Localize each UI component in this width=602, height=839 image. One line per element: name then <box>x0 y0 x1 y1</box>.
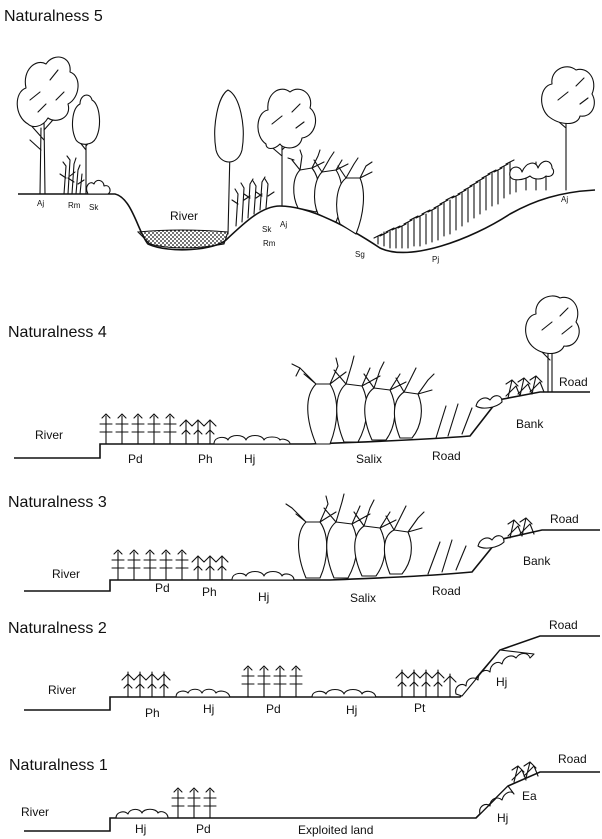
ground-profile <box>24 636 600 710</box>
species-label-rm: Rm <box>68 201 81 210</box>
road-label: Road <box>559 375 588 389</box>
species-label-aj: Aj <box>37 199 44 208</box>
species-label-pt: Pt <box>414 701 426 715</box>
panel-naturalness-3: Naturalness 3 River Pd Ph Hj Salix <box>8 494 600 605</box>
panel-naturalness-1: Naturalness 1 River Hj Pd Exploited land… <box>9 752 600 837</box>
grass-icon <box>112 550 228 580</box>
species-label-pd: Pd <box>196 822 211 836</box>
ground-profile <box>14 392 590 458</box>
species-label-sk: Sk <box>89 203 99 212</box>
species-label-ph: Ph <box>198 452 213 466</box>
species-label-aj: Aj <box>561 195 568 204</box>
panel-title: Naturalness 2 <box>8 620 107 637</box>
species-label-hj: Hj <box>497 811 508 825</box>
species-label-rm: Rm <box>263 239 276 248</box>
species-label-hj: Hj <box>135 822 146 836</box>
road-label: Road <box>432 449 461 463</box>
species-label-sk: Sk <box>262 225 272 234</box>
reed-icon <box>232 177 274 226</box>
river-label: River <box>52 567 80 581</box>
stone-icon <box>214 436 290 445</box>
species-label-salix: Salix <box>350 591 376 605</box>
stone-icon <box>116 809 168 818</box>
grass-icon <box>172 788 216 818</box>
shrub-icon <box>87 180 110 194</box>
species-label-ph: Ph <box>145 706 160 720</box>
river-label: River <box>21 805 49 819</box>
willow-icon <box>286 494 466 578</box>
species-label-hj: Hj <box>244 452 255 466</box>
shrub-icon <box>510 161 554 192</box>
species-label-salix: Salix <box>356 452 382 466</box>
grass-icon <box>100 414 216 444</box>
species-label-sg: Sg <box>355 250 365 259</box>
panel-title: Naturalness 1 <box>9 757 108 774</box>
species-label-aj: Aj <box>280 220 287 229</box>
panel-title: Naturalness 5 <box>4 8 103 25</box>
road-label: Road <box>550 512 579 526</box>
panel-naturalness-4: Naturalness 4 River <box>8 296 590 466</box>
grass-icon <box>122 672 170 697</box>
river-label: River <box>48 683 76 697</box>
species-label-ea: Ea <box>522 789 537 803</box>
panel-title: Naturalness 4 <box>8 324 107 341</box>
panel-naturalness-5: Naturalness 5 Aj Rm Sk River <box>4 8 595 264</box>
panel-title: Naturalness 3 <box>8 494 107 511</box>
grass-icon <box>374 160 514 248</box>
panel-naturalness-2: Naturalness 2 River Ph Hj Pd Hj Pt H <box>8 618 600 720</box>
bank-label: Bank <box>523 554 551 568</box>
shrub-icon <box>476 376 544 408</box>
river-label: River <box>170 209 198 223</box>
road-label: Road <box>432 584 461 598</box>
tree-icon <box>215 90 243 234</box>
grass-icon <box>242 666 302 697</box>
grass-icon <box>396 670 456 697</box>
willow-icon <box>292 356 472 444</box>
stone-icon <box>176 689 230 697</box>
species-label-pj: Pj <box>432 255 439 264</box>
species-label-ph: Ph <box>202 585 217 599</box>
stone-icon <box>232 572 294 581</box>
tree-icon <box>73 95 100 194</box>
exploited-land-label: Exploited land <box>298 823 373 837</box>
species-label-pd: Pd <box>155 581 170 595</box>
species-label-hj: Hj <box>496 675 507 689</box>
willow-icon <box>288 150 372 234</box>
species-label-pd: Pd <box>266 702 281 716</box>
species-label-pd: Pd <box>128 452 143 466</box>
river-label: River <box>35 428 63 442</box>
stone-icon <box>456 650 534 696</box>
bank-label: Bank <box>516 417 544 431</box>
species-label-hj: Hj <box>258 590 269 604</box>
road-label: Road <box>549 618 578 632</box>
species-label-hj: Hj <box>203 702 214 716</box>
reed-icon <box>60 156 84 194</box>
stone-icon <box>312 690 376 698</box>
species-label-hj: Hj <box>346 703 357 717</box>
road-label: Road <box>558 752 587 766</box>
